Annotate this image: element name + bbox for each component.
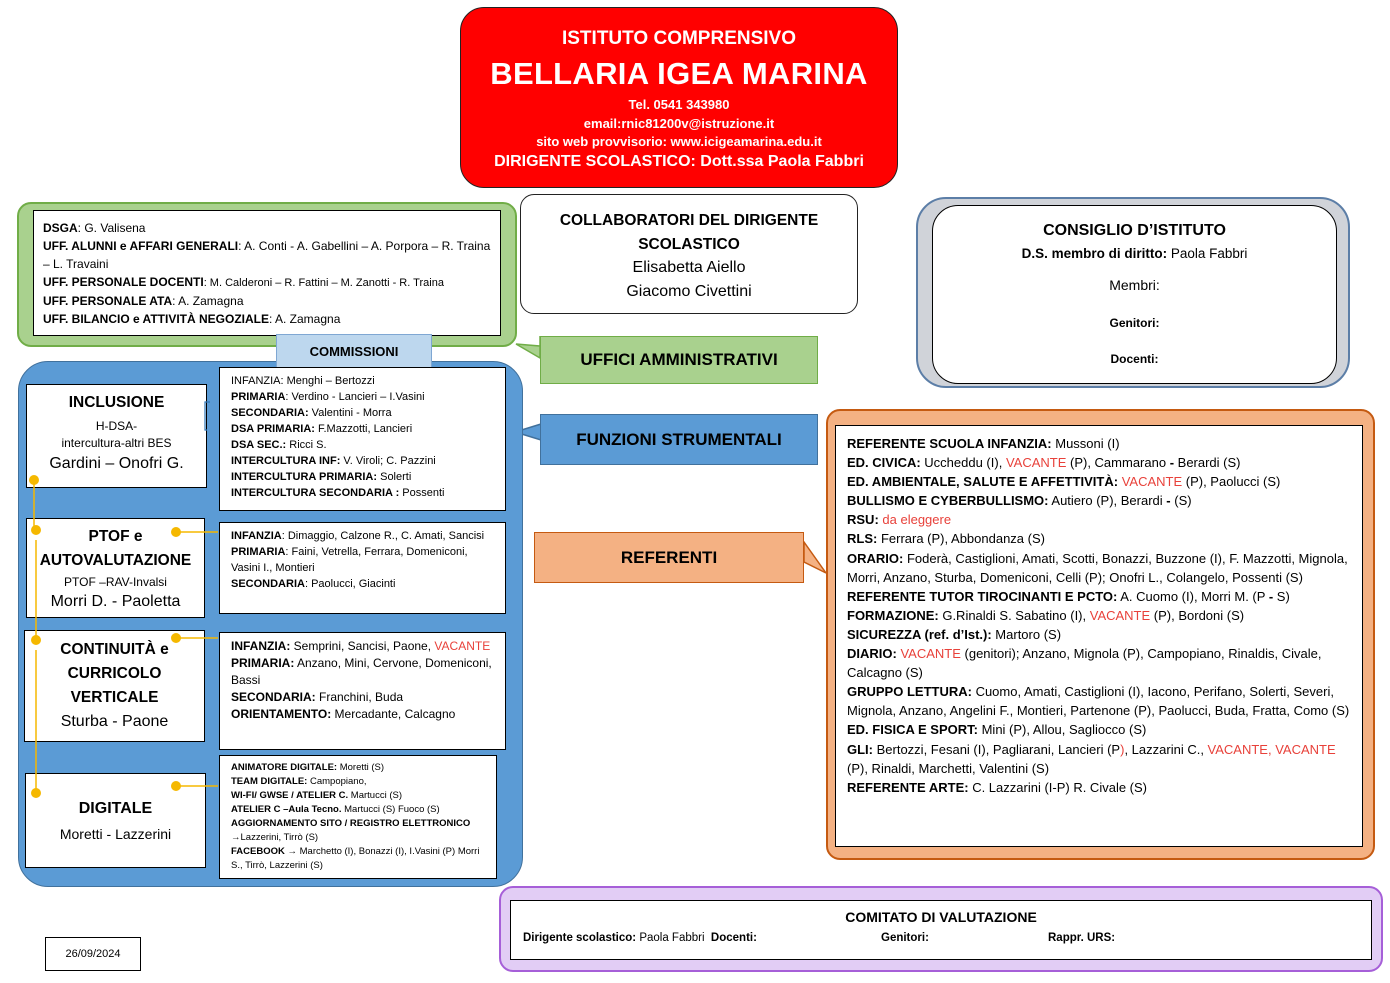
digitale-box: DIGITALE Moretti - Lazzerini	[25, 773, 206, 868]
detail-row: ANIMATORE DIGITALE: Moretti (S)	[231, 762, 385, 773]
detail-row: INFANZIA: Menghi – Bertozzi	[231, 375, 375, 387]
uffici-row: UFF. BILANCIO e ATTIVITÀ NEGOZIALE: A. Z…	[43, 312, 341, 326]
comitato-title: COMITATO DI VALUTAZIONE	[845, 909, 1037, 925]
inclusione-sub: intercultura-altri BES	[61, 436, 172, 450]
referente-item: REFERENTE ARTE: C. Lazzarini (I-P) R. Ci…	[847, 779, 1147, 795]
referente-item: REFERENTE TUTOR TIROCINANTI E PCTO: A. C…	[847, 588, 1290, 604]
uffici-list: DSGA: G. Valisena UFF. ALUNNI e AFFARI G…	[33, 210, 501, 336]
referenti-list: REFERENTE SCUOLA INFANZIA: Mussoni (I) ED…	[835, 425, 1363, 847]
referente-item: RLS: Ferrara (P), Abbondanza (S)	[847, 531, 1045, 547]
detail-row: AGGIORNAMENTO SITO / REGISTRO ELETTRONIC…	[231, 818, 471, 829]
referente-item: ED. AMBIENTALE, SALUTE E AFFETTIVITÀ: VA…	[847, 474, 1281, 490]
inclusione-title: INCLUSIONE	[68, 394, 165, 411]
referente-item: FORMAZIONE: G.Rinaldi S. Sabatino (I), V…	[847, 607, 1245, 623]
detail-row: PRIMARIA: Verdino - Lancieri – I.Vasini	[231, 391, 425, 403]
detail-row: SECONDARIA: Franchini, Buda	[231, 690, 404, 704]
ptof-details: INFANZIA: Dimaggio, Calzone R., C. Amati…	[219, 522, 506, 614]
continuita-title: VERTICALE	[70, 689, 159, 706]
referente-item: REFERENTE SCUOLA INFANZIA: Mussoni (I)	[847, 436, 1120, 451]
detail-row: SECONDARIA: Paolucci, Giacinti	[231, 578, 396, 590]
uffici-callout: UFFICI AMMINISTRATIVI	[540, 336, 818, 384]
consiglio-ds: D.S. membro di diritto: Paola Fabbri	[1021, 246, 1248, 261]
digitale-details: ANIMATORE DIGITALE: Moretti (S) TEAM DIG…	[219, 755, 497, 879]
referente-item: DIARIO: VACANTE (genitori); Anzano, Mign…	[847, 646, 1322, 681]
detail-row: ORIENTAMENTO: Mercadante, Calcagno	[231, 707, 456, 721]
continuita-title: CURRICOLO	[67, 665, 162, 682]
detail-row: PRIMARIA: Anzano, Mini, Cervone, Domenic…	[231, 656, 492, 687]
consiglio-membri: Membri:	[1109, 277, 1160, 293]
school-header: ISTITUTO COMPRENSIVO BELLARIA IGEA MARIN…	[460, 7, 898, 188]
document-date: 26/09/2024	[45, 937, 141, 971]
referente-item: RSU: da eleggere	[847, 512, 952, 528]
consiglio-docenti: Docenti:	[1110, 352, 1159, 366]
funzioni-strumentali-callout: FUNZIONI STRUMENTALI	[540, 414, 818, 465]
comitato-row: Dirigente scolastico: Paola Fabbri Docen…	[523, 932, 1116, 944]
inclusione-names: Gardini – Onofri G.	[49, 455, 184, 472]
header-email: email:rnic81200v@istruzione.it	[583, 116, 775, 131]
referente-item: SICUREZZA (ref. d’Ist.): Martoro (S)	[847, 626, 1062, 642]
ptof-title: AUTOVALUTAZIONE	[39, 552, 192, 569]
consiglio-genitori: Genitori:	[1109, 316, 1160, 330]
referente-item: ED. FISICA E SPORT: Mini (P), Allou, Sag…	[847, 722, 1147, 738]
uffici-row: UFF. ALUNNI e AFFARI GENERALI: A. Conti …	[43, 239, 491, 271]
detail-row: PRIMARIA: Faini, Vetrella, Ferrara, Dome…	[231, 546, 468, 574]
referenti-callout: REFERENTI	[534, 532, 804, 583]
referente-item: GRUPPO LETTURA: Cuomo, Amati, Castiglion…	[847, 684, 1350, 719]
uffici-row: DSGA: G. Valisena	[43, 221, 146, 235]
header-principal: DIRIGENTE SCOLASTICO: Dott.ssa Paola Fab…	[494, 153, 864, 170]
header-phone: Tel. 0541 343980	[628, 97, 730, 112]
continuita-details: INFANZIA: Semprini, Sancisi, Paone, VACA…	[219, 632, 506, 750]
detail-row: WI-FI/ GWSE / ATELIER C. Martucci (S)	[231, 790, 403, 801]
header-website: sito web provvisorio: www.icigeamarina.e…	[536, 134, 822, 149]
digitale-title: DIGITALE	[78, 800, 153, 817]
inclusione-box: INCLUSIONE H-DSA- intercultura-altri BES…	[26, 384, 207, 488]
vacante-label: VACANTE	[434, 639, 491, 653]
collaboratori-title: COLLABORATORI DEL DIRIGENTE SCOLASTICO	[559, 212, 819, 253]
detail-row: DSA SEC.: Ricci S.	[231, 439, 327, 451]
detail-row: ATELIER C –Aula Tecno. Martucci (S) Fuoc…	[231, 804, 440, 815]
referente-item: BULLISMO E CYBERBULLISMO: Autiero (P), B…	[847, 493, 1192, 509]
consiglio-box: CONSIGLIO D’ISTITUTO D.S. membro di diri…	[932, 205, 1337, 384]
continuita-box: CONTINUITÀ e CURRICOLO VERTICALE Sturba …	[24, 630, 205, 742]
detail-row: INTERCULTURA PRIMARIA: Solerti	[231, 471, 412, 483]
continuita-title: CONTINUITÀ e	[60, 641, 169, 658]
referente-item: ORARIO: Foderà, Castiglioni, Amati, Scot…	[847, 550, 1348, 585]
collaboratori-box: COLLABORATORI DEL DIRIGENTE SCOLASTICO E…	[520, 194, 858, 314]
detail-row: SECONDARIA: Valentini - Morra	[231, 407, 392, 419]
comitato-box: COMITATO DI VALUTAZIONE Dirigente scolas…	[510, 900, 1372, 960]
header-subtitle: ISTITUTO COMPRENSIVO	[561, 28, 796, 49]
uffici-row: UFF. PERSONALE DOCENTI: M. Calderoni – R…	[43, 275, 444, 289]
detail-row: INTERCULTURA INF: V. Viroli; C. Pazzini	[231, 455, 436, 467]
detail-row: FACEBOOK → Marchetto (I), Bonazzi (I), I…	[231, 846, 480, 871]
collaboratore-name: Giacomo Civettini	[626, 283, 752, 300]
inclusione-sub: H-DSA-	[95, 419, 138, 433]
consiglio-title: CONSIGLIO D’ISTITUTO	[1043, 222, 1226, 239]
detail-row: INTERCULTURA SECONDARIA : Possenti	[231, 487, 445, 499]
continuita-names: Sturba - Paone	[60, 713, 169, 730]
detail-row: DSA PRIMARIA: F.Mazzotti, Lancieri	[231, 423, 413, 435]
ptof-names: Morri D. - Paoletta	[50, 593, 181, 610]
school-name: BELLARIA IGEA MARINA	[490, 56, 868, 91]
detail-row: TEAM DIGITALE: Campopiano,	[231, 776, 367, 787]
detail-row: INFANZIA: Dimaggio, Calzone R., C. Amati…	[231, 530, 485, 542]
ptof-title: PTOF e	[88, 528, 143, 545]
detail-row: INFANZIA: Semprini, Sancisi, Paone, VACA…	[231, 639, 491, 653]
digitale-names: Moretti - Lazzerini	[59, 826, 172, 842]
uffici-row: UFF. PERSONALE ATA: A. Zamagna	[43, 294, 244, 308]
inclusione-details: INFANZIA: Menghi – Bertozzi PRIMARIA: Ve…	[219, 367, 506, 511]
referente-item: GLI: Bertozzi, Fesani (I), Pagliarani, L…	[847, 741, 1336, 776]
referente-item: ED. CIVICA: Uccheddu (I), VACANTE (P), C…	[847, 455, 1241, 471]
detail-row: →Lazzerini, Tirrò (S)	[231, 832, 319, 843]
commissioni-label: COMMISSIONI	[276, 334, 432, 368]
collaboratore-name: Elisabetta Aiello	[632, 259, 746, 276]
ptof-sub: PTOF –RAV-Invalsi	[64, 575, 167, 589]
ptof-box: PTOF e AUTOVALUTAZIONE PTOF –RAV-Invalsi…	[26, 518, 205, 618]
